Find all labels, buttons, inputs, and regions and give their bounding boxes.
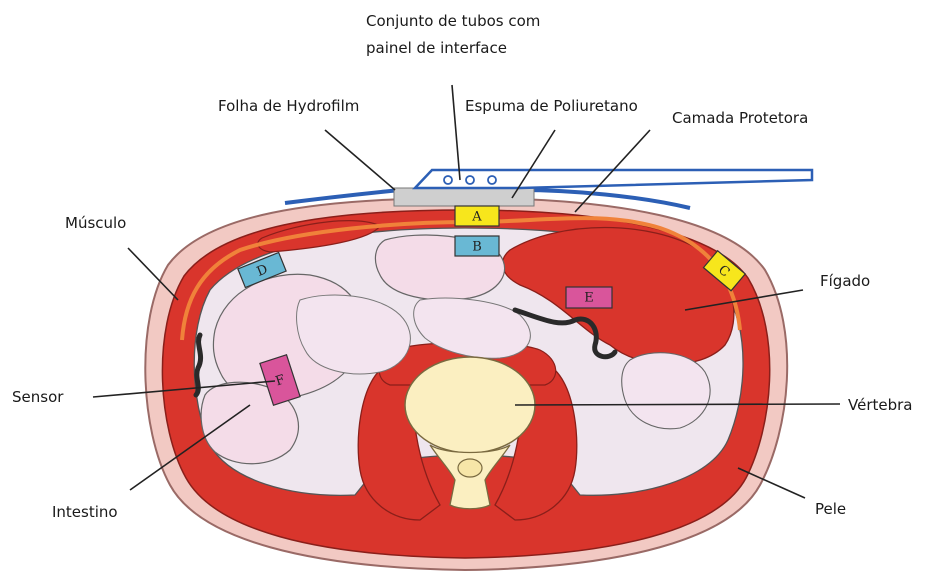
- label-liver: Fígado: [820, 272, 870, 290]
- sensor-tag-e-label: E: [584, 291, 594, 306]
- tube-port-1: [444, 176, 452, 184]
- sensor-tag-a: A: [455, 206, 499, 226]
- spinal-canal: [458, 459, 482, 477]
- label-tubes-line2: painel de interface: [366, 39, 507, 57]
- leader-tubes: [452, 85, 460, 180]
- sensor-tag-b: B: [455, 236, 499, 256]
- gas-trail-left: [196, 335, 201, 395]
- tube-port-2: [466, 176, 474, 184]
- label-hydrofilm: Folha de Hydrofilm: [218, 97, 359, 115]
- label-sensor: Sensor: [12, 388, 64, 406]
- sensor-tag-e: E: [566, 287, 612, 308]
- label-skin: Pele: [815, 500, 846, 518]
- label-muscle: Músculo: [65, 214, 126, 232]
- label-vertebra: Vértebra: [848, 396, 912, 414]
- label-tubes-line1: Conjunto de tubos com: [366, 12, 540, 30]
- label-protective-layer: Camada Protetora: [672, 109, 808, 127]
- label-intestine: Intestino: [52, 503, 118, 521]
- sensor-tag-b-label: B: [472, 240, 482, 255]
- leader-hydrofilm: [325, 130, 395, 190]
- sensor-tag-a-label: A: [471, 210, 482, 225]
- label-foam: Espuma de Poliuretano: [465, 97, 638, 115]
- leader-vertebra: [515, 404, 840, 405]
- tube-port-3: [488, 176, 496, 184]
